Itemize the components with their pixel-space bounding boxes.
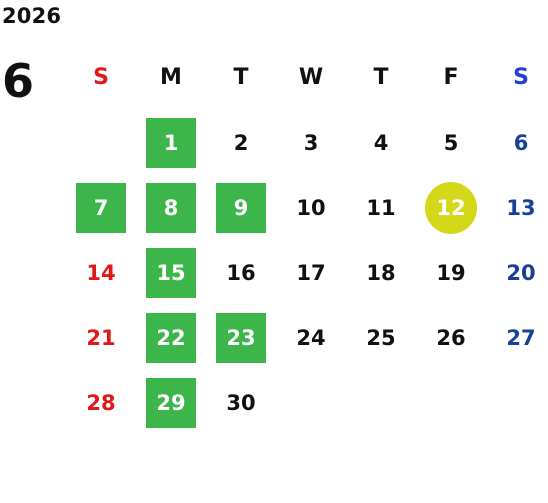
day-cell[interactable]: 28 (66, 370, 136, 435)
day-number: 27 (506, 325, 536, 350)
month-label: 6 (2, 54, 35, 108)
weekday-header-sunday: S (93, 65, 109, 90)
day-number: 23 (226, 325, 256, 350)
day-cell[interactable]: 22 (136, 305, 206, 370)
day-cell[interactable]: 12 (416, 175, 486, 240)
day-cell[interactable]: 13 (486, 175, 548, 240)
day-number: 3 (303, 130, 319, 155)
day-number: 26 (436, 325, 466, 350)
day-number: 8 (163, 195, 179, 220)
day-cell[interactable]: 5 (416, 110, 486, 175)
day-cell[interactable]: 23 (206, 305, 276, 370)
day-number: 24 (296, 325, 326, 350)
day-number: 2 (233, 130, 249, 155)
day-cell[interactable]: 8 (136, 175, 206, 240)
day-cell[interactable]: 26 (416, 305, 486, 370)
day-number: 22 (156, 325, 186, 350)
day-cell[interactable]: 27 (486, 305, 548, 370)
day-cell[interactable]: 4 (346, 110, 416, 175)
weekday-header-wednesday: W (298, 65, 324, 90)
day-cell[interactable]: 1 (136, 110, 206, 175)
day-number: 4 (373, 130, 389, 155)
day-cell[interactable]: 6 (486, 110, 548, 175)
year-label: 2026 (2, 4, 62, 28)
day-cell[interactable]: 2 (206, 110, 276, 175)
day-number: 20 (506, 260, 536, 285)
today-circle-marker (425, 182, 477, 234)
day-number: 16 (226, 260, 256, 285)
day-number: 19 (436, 260, 466, 285)
day-cell[interactable]: 16 (206, 240, 276, 305)
day-cell[interactable]: 29 (136, 370, 206, 435)
day-number: 9 (233, 195, 249, 220)
day-cell[interactable]: 30 (206, 370, 276, 435)
day-cell[interactable]: 24 (276, 305, 346, 370)
day-number: 30 (226, 390, 256, 415)
day-number: 29 (156, 390, 186, 415)
highlight-square-marker (216, 313, 266, 363)
day-cell[interactable]: 15 (136, 240, 206, 305)
weekday-header-saturday: S (513, 65, 529, 90)
day-number: 12 (436, 195, 466, 220)
day-cell[interactable]: 20 (486, 240, 548, 305)
day-cell[interactable]: 18 (346, 240, 416, 305)
weekday-header-tuesday: T (233, 65, 249, 90)
day-cell[interactable]: 17 (276, 240, 346, 305)
highlight-square-marker (216, 183, 266, 233)
day-number: 11 (366, 195, 396, 220)
weekday-header-friday: F (443, 65, 459, 90)
day-cell[interactable]: 21 (66, 305, 136, 370)
highlight-square-marker (146, 118, 196, 168)
highlight-square-marker (146, 378, 196, 428)
day-number: 10 (296, 195, 326, 220)
day-cell[interactable]: 19 (416, 240, 486, 305)
highlight-square-marker (146, 313, 196, 363)
day-cell[interactable]: 25 (346, 305, 416, 370)
day-number: 25 (366, 325, 396, 350)
day-number: 5 (443, 130, 459, 155)
day-number: 28 (86, 390, 116, 415)
day-number: 6 (513, 130, 529, 155)
day-number: 15 (156, 260, 186, 285)
day-number: 14 (86, 260, 116, 285)
day-cell[interactable]: 10 (276, 175, 346, 240)
day-number: 1 (163, 130, 179, 155)
weekday-header-monday: M (160, 65, 182, 90)
highlight-square-marker (146, 183, 196, 233)
day-number: 13 (506, 195, 536, 220)
day-cell[interactable]: 9 (206, 175, 276, 240)
day-number: 7 (93, 195, 109, 220)
day-cell[interactable]: 3 (276, 110, 346, 175)
day-cell[interactable]: 11 (346, 175, 416, 240)
highlight-square-marker (76, 183, 126, 233)
weekday-header-thursday: T (373, 65, 389, 90)
day-number: 17 (296, 260, 326, 285)
day-number: 21 (86, 325, 116, 350)
day-cell[interactable]: 7 (66, 175, 136, 240)
day-number: 18 (366, 260, 396, 285)
highlight-square-marker (146, 248, 196, 298)
day-cell-empty (66, 110, 136, 175)
day-cell[interactable]: 14 (66, 240, 136, 305)
